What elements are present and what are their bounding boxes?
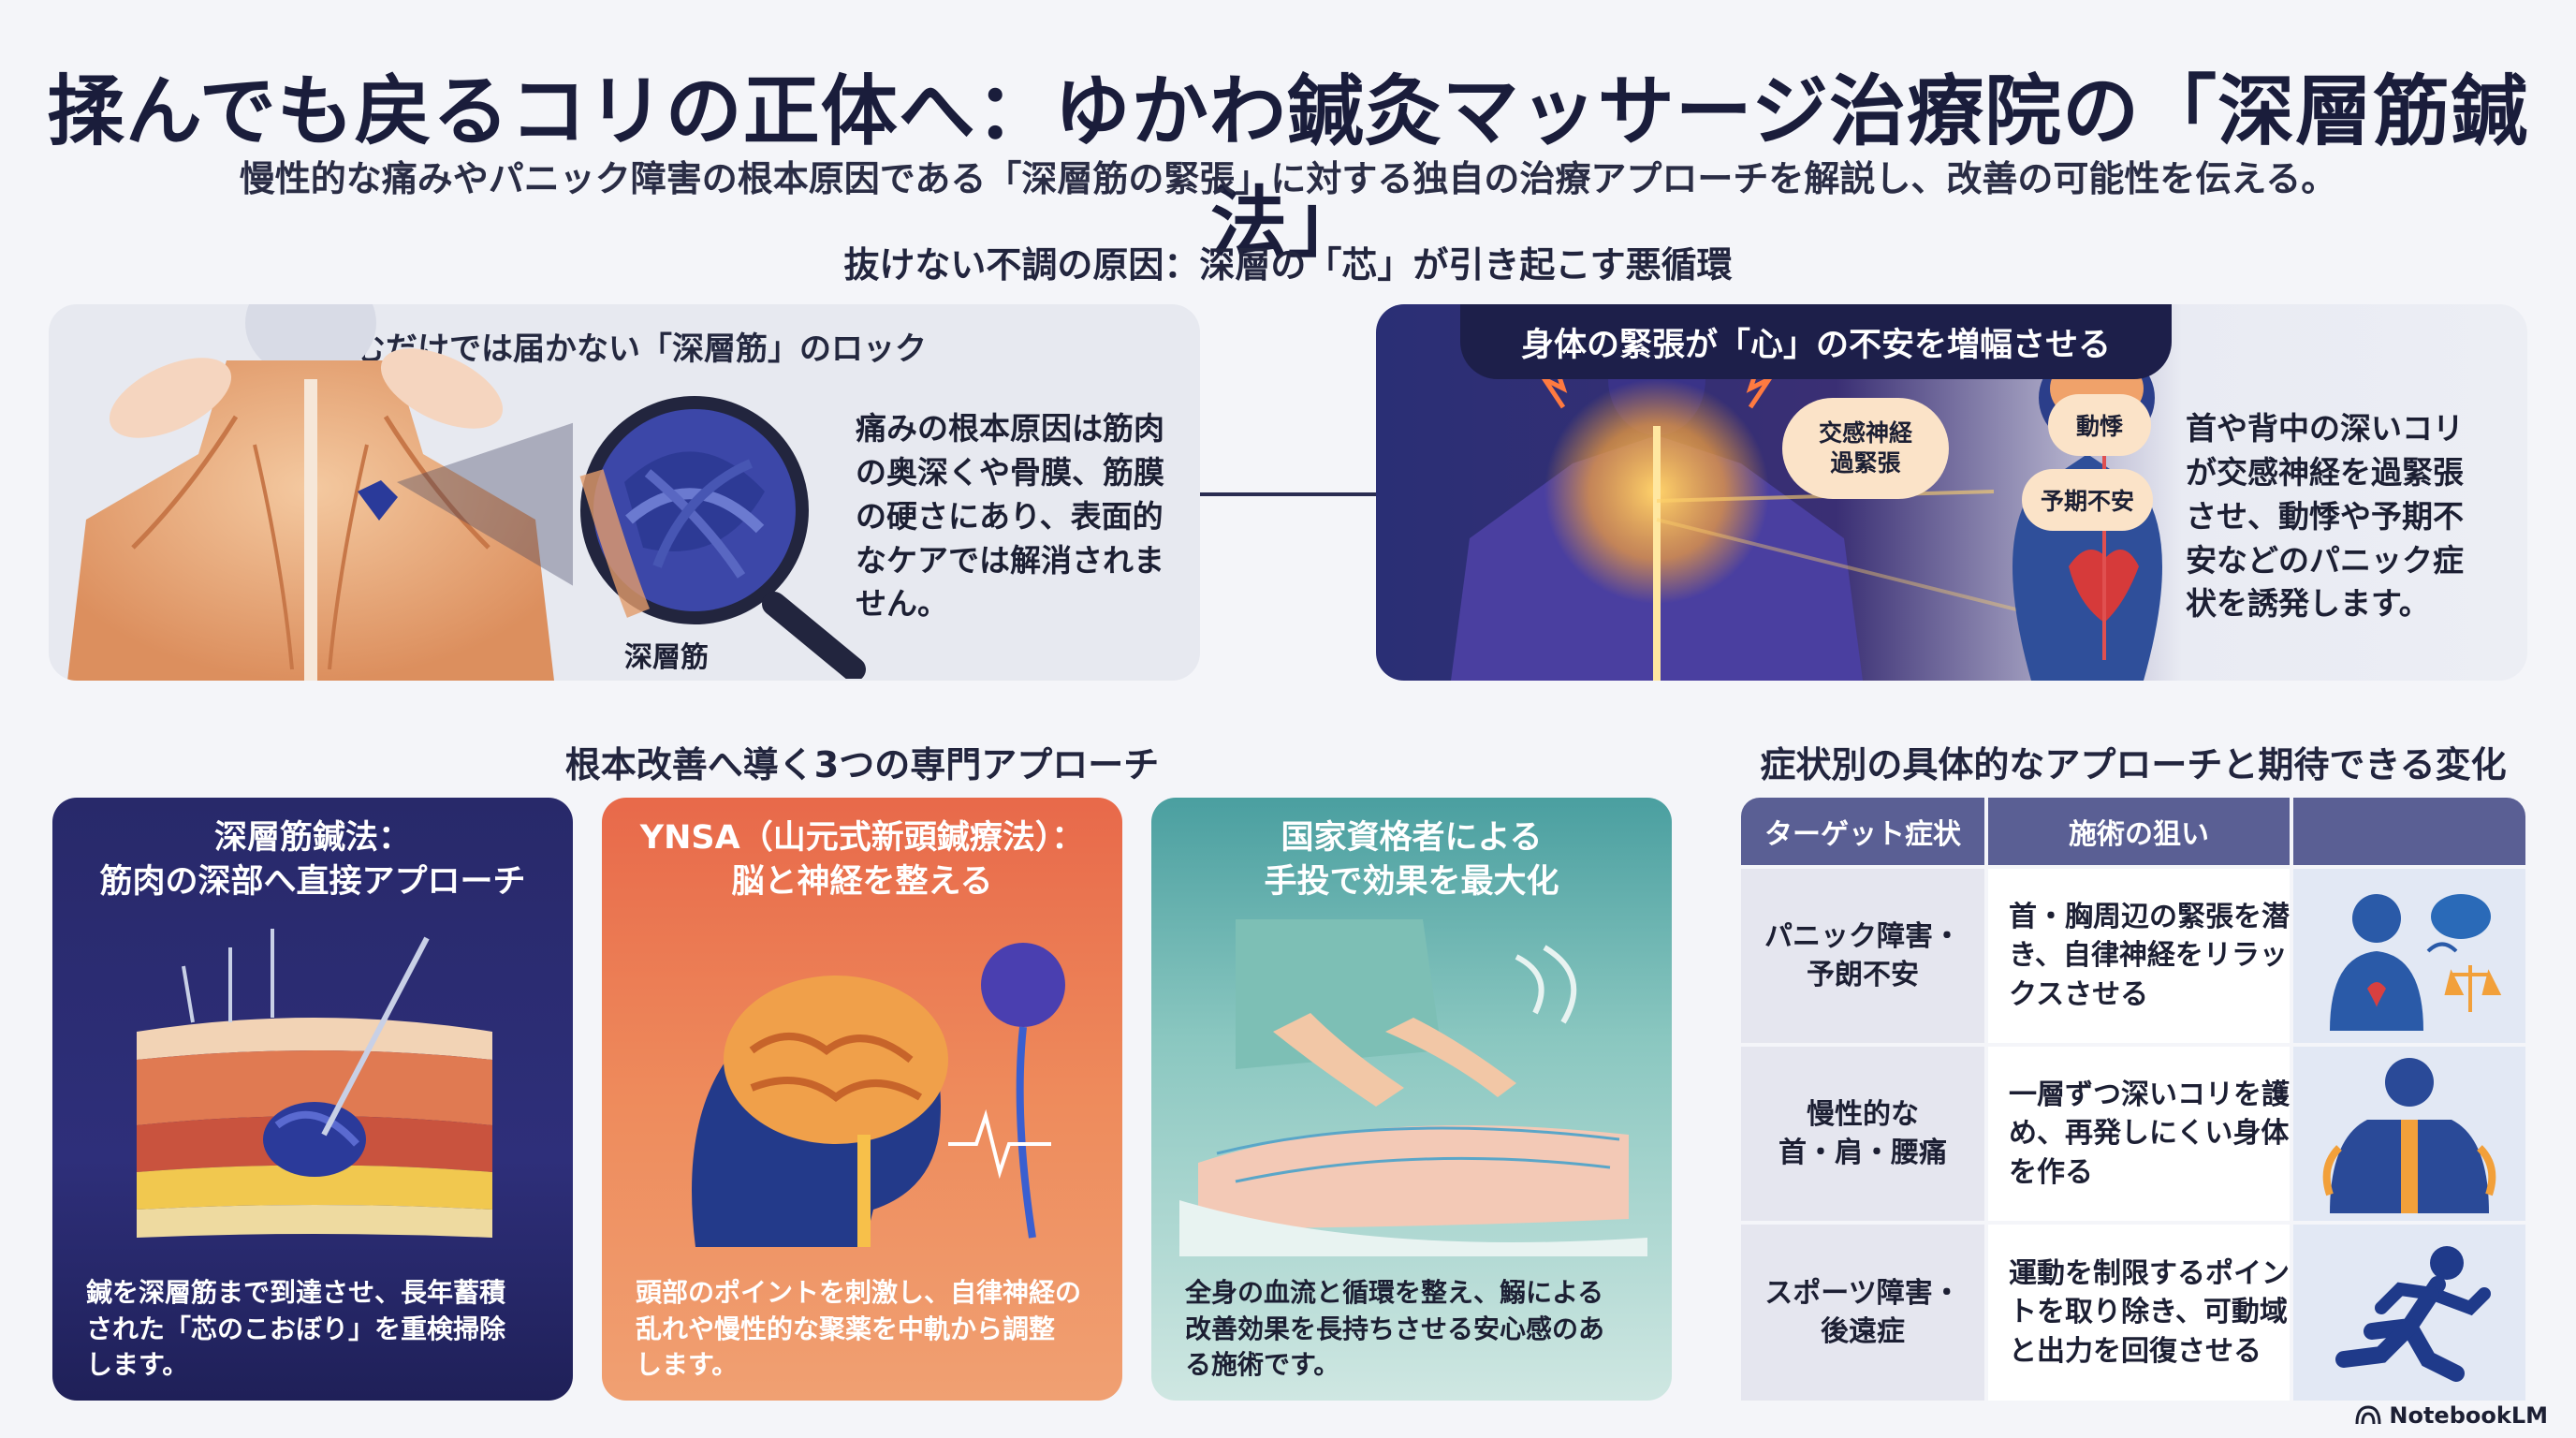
cell-line: と出力を回復させる bbox=[2009, 1334, 2261, 1368]
muscle-layers-needle-illustration bbox=[137, 929, 492, 1238]
card-body-line: 全身の血流と循環を整え、鰯による bbox=[1185, 1277, 1604, 1308]
table-row-target: 慢性的な 首・肩・腰痛 bbox=[1741, 1047, 1984, 1221]
card-body: 頭部のポイントを刺激し、自律神経の 乱れや慢性的な聚薬を中軌から調整 します。 bbox=[636, 1275, 1104, 1384]
deep-muscle-lock-body: 痛みの根本原因は筋肉 の奥深くや骨膜、筋膜 の硬さにあり、表面的 なケアでは解消… bbox=[856, 407, 1193, 626]
panel-connector bbox=[1200, 492, 1376, 496]
card-title-line: 深層筋鍼法： bbox=[213, 819, 411, 857]
cell-line: 運動を制限するポイン bbox=[2009, 1256, 2290, 1290]
approach-section-heading: 根本改善へ導く3つの専門アプローチ bbox=[564, 744, 1160, 785]
cause-section-heading: 抜けない不調の原因：深層の「芯」が引き起こす悪循環 bbox=[843, 244, 1733, 286]
head-brain-illustration bbox=[692, 943, 1065, 1247]
body-line: の奥深くや骨膜、筋膜 bbox=[856, 453, 1164, 491]
table-row-aim: 運動を制限するポイン トを取り除き、可動域 と出力を回復させる bbox=[1988, 1225, 2290, 1401]
cell-line: き、自律神経をリラッ bbox=[2009, 939, 2288, 973]
spine-back-icon bbox=[2322, 1058, 2496, 1213]
body-line: させ、動悸や予期不 bbox=[2186, 497, 2464, 535]
card-body-line: 乱れや慢性的な聚薬を中軌から調整 bbox=[636, 1313, 1056, 1344]
cell-line: トを取り除き、可動域 bbox=[2009, 1296, 2288, 1329]
body-line: が交感神経を過緊張 bbox=[2186, 453, 2464, 491]
body-line: 状を誘発します。 bbox=[2186, 585, 2430, 623]
massage-illustration bbox=[1179, 919, 1647, 1256]
card-body-line: 鍼を深層筋まで到達させ、長年蓄積 bbox=[86, 1277, 506, 1308]
cell-line: 後遠症 bbox=[1821, 1315, 1905, 1348]
symptom-table: ターゲット症状 施術の狙い パニック障害・ 予朗不安 首・胸周辺の緊張を潜 き、… bbox=[1741, 798, 2525, 1401]
cell-line: を作る bbox=[2009, 1155, 2093, 1189]
table-row-aim: 一層ずつ深いコリを護 め、再発しにくい身体 を作る bbox=[1988, 1047, 2290, 1221]
body-line: せん。 bbox=[856, 585, 948, 623]
magnifier-icon bbox=[579, 396, 866, 679]
table-row-target: パニック障害・ 予朗不安 bbox=[1741, 869, 1984, 1043]
table-row-icon-cell bbox=[2293, 1225, 2525, 1401]
cell-line: 慢性的な bbox=[1807, 1097, 1919, 1131]
card-body-line: します。 bbox=[86, 1349, 189, 1381]
notebooklm-icon bbox=[2355, 1405, 2381, 1425]
approach-card-manual-therapy: 国家資格者による 手投で効果を最大化 全身の血流と循環を整え、鰯による 改善効果… bbox=[1151, 798, 1672, 1401]
card-body: 全身の血流と循環を整え、鰯による 改善効果を長持ちさせる安心感のあ る施術です。 bbox=[1185, 1275, 1653, 1384]
card-title: 国家資格者による 手投で効果を最大化 bbox=[1151, 816, 1672, 905]
notebooklm-brand: NotebookLM bbox=[2389, 1402, 2548, 1429]
table-row-icon-cell bbox=[2293, 869, 2525, 1043]
bubble-line: 過緊張 bbox=[1830, 449, 1901, 477]
cell-line: スポーツ障害・ bbox=[1764, 1276, 1961, 1310]
palpitation-label-bubble: 動悸 bbox=[2048, 394, 2151, 456]
card-body-line: された「芯のこおぼり」を重検掃除 bbox=[86, 1313, 506, 1344]
card-body-line: 頭部のポイントを刺激し、自律神経の bbox=[636, 1277, 1082, 1308]
cell-line: 一層ずつ深いコリを護 bbox=[2009, 1078, 2290, 1111]
body-mind-panel: 身体の緊張が「心」の不安を増幅させる 交感神経 過緊張 動悸 予期不安 首や背中… bbox=[1376, 304, 2527, 681]
card-title: 深層筋鍼法： 筋肉の深部へ直接アプローチ bbox=[52, 816, 573, 905]
column-header-target: ターゲット症状 bbox=[1741, 798, 1984, 865]
bubble-line: 交感神経 bbox=[1818, 418, 1912, 447]
cell-line: 首・肩・腰痛 bbox=[1778, 1137, 1947, 1169]
card-title-line: 国家資格者による bbox=[1281, 819, 1543, 857]
page-title: 揉んでも戻るコリの正体へ：ゆかわ鍼灸マッサージ治療院の「深層筋鍼法」 bbox=[47, 67, 2529, 268]
table-row-aim: 首・胸周辺の緊張を潜 き、自律神経をリラッ クスさせる bbox=[1988, 869, 2290, 1043]
card-title-line: 脳と神経を整える bbox=[731, 863, 993, 902]
card-title-line: YNSA（山元式新頭鍼療法）： bbox=[639, 819, 1085, 857]
body-mind-body: 首や背中の深いコリ が交感神経を過緊張 させ、動悸や予期不 安などのパニック症 … bbox=[2186, 407, 2523, 626]
column-header-aim: 施術の狙い bbox=[1988, 798, 2290, 865]
cell-line: め、再発しにくい身体 bbox=[2009, 1117, 2290, 1151]
running-athlete-icon bbox=[2335, 1246, 2491, 1382]
card-body: 鍼を深層筋まで到達させ、長年蓄積 された「芯のこおぼり」を重検掃除 します。 bbox=[86, 1275, 554, 1384]
cell-line: 首・胸周辺の緊張を潜 bbox=[2009, 900, 2290, 933]
card-title-line: 筋肉の深部へ直接アプローチ bbox=[99, 863, 526, 902]
body-line: 安などのパニック症 bbox=[2186, 541, 2464, 579]
page-subtitle: 慢性的な痛みやパニック障害の根本原因である「深層筋の緊張」に対する独自の治療アプ… bbox=[239, 158, 2337, 199]
body-line: 痛みの根本原因は筋肉 bbox=[856, 410, 1164, 447]
approach-card-ynsa: YNSA（山元式新頭鍼療法）： 脳と神経を整える 頭部のポイントを刺激し、自律神… bbox=[602, 798, 1122, 1401]
notebooklm-logo: NotebookLM bbox=[2355, 1402, 2548, 1429]
card-body-line: る施術です。 bbox=[1185, 1349, 1340, 1381]
cell-line: クスさせる bbox=[2009, 977, 2149, 1011]
magnifier-label: 深層筋 bbox=[624, 641, 709, 674]
body-line: なケアでは解消されま bbox=[856, 541, 1164, 579]
deep-muscle-lock-panel: 揉むだけでは届かない「深層筋」のロック 深層筋 痛みの根本原因は筋肉 bbox=[49, 304, 1200, 681]
approach-card-deep-needle: 深層筋鍼法： 筋肉の深部へ直接アプローチ 鍼を深層筋まで到達させ、長年蓄積 され… bbox=[52, 798, 573, 1401]
body-line: 首や背中の深いコリ bbox=[2186, 410, 2464, 447]
card-body-line: します。 bbox=[636, 1349, 739, 1381]
card-title: YNSA（山元式新頭鍼療法）： 脳と神経を整える bbox=[602, 816, 1122, 905]
body-mind-title: 身体の緊張が「心」の不安を増幅させる bbox=[1460, 304, 2172, 379]
back-muscles-illustration bbox=[67, 304, 573, 681]
symptom-section-heading: 症状別の具体的なアプローチと期待できる変化 bbox=[1760, 744, 2507, 785]
anxiety-label-bubble: 予期不安 bbox=[2022, 469, 2153, 531]
table-row-icon-cell bbox=[2293, 1047, 2525, 1221]
table-row-target: スポーツ障害・ 後遠症 bbox=[1741, 1225, 1984, 1401]
body-heart-brain-balance-icon bbox=[2330, 894, 2502, 1031]
sympathetic-label-bubble: 交感神経 過緊張 bbox=[1782, 398, 1949, 499]
card-title-line: 手投で効果を最大化 bbox=[1264, 863, 1559, 902]
column-header-icon bbox=[2293, 798, 2525, 865]
cell-line: パニック障害・ bbox=[1764, 919, 1961, 953]
body-line: の硬さにあり、表面的 bbox=[856, 497, 1164, 535]
card-body-line: 改善効果を長持ちさせる安心感のあ bbox=[1185, 1313, 1605, 1344]
cell-line: 予朗不安 bbox=[1807, 959, 1919, 991]
